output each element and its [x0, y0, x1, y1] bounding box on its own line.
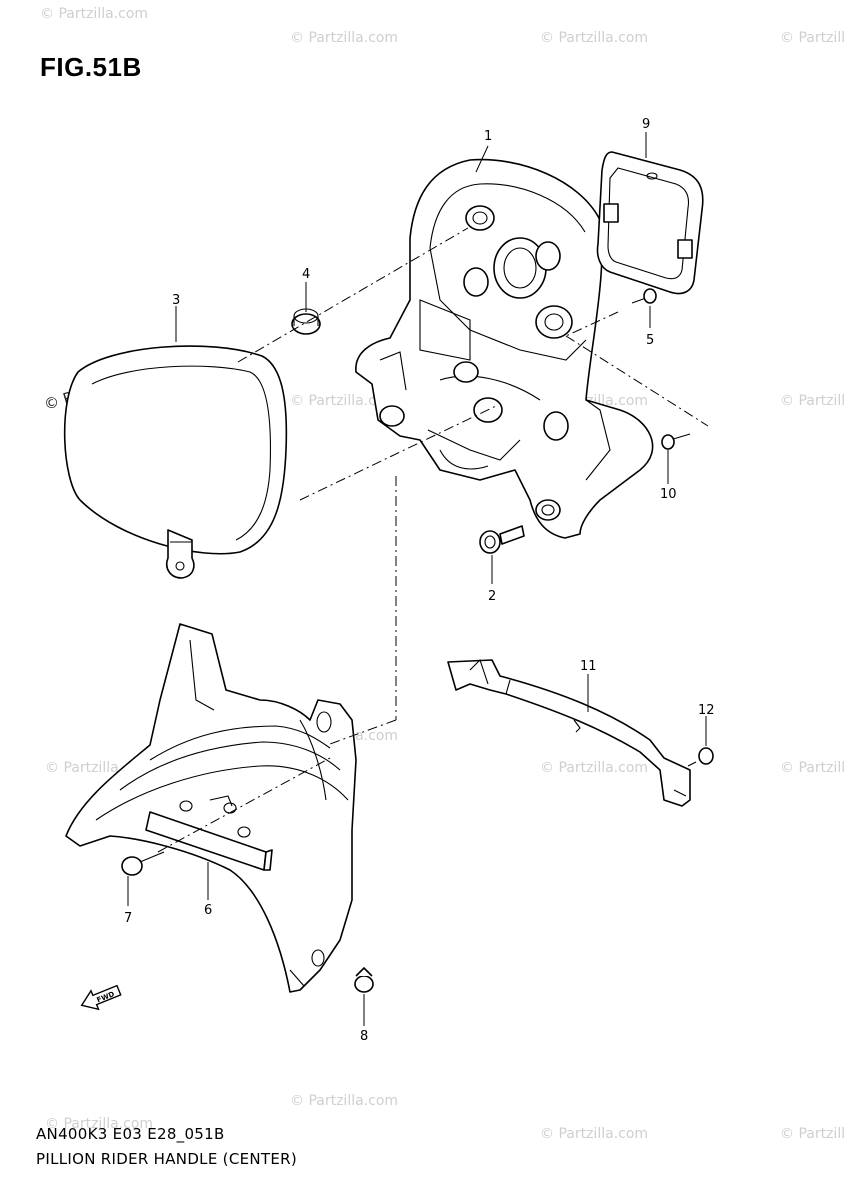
watermark: © Partzilla.com [780, 30, 846, 46]
leader-lines [127, 132, 707, 1026]
watermark: © Partzilla.com [780, 393, 846, 409]
forward-arrow-icon: FWD [80, 984, 122, 1011]
watermark: © Partzilla.com [780, 1126, 846, 1142]
clip [354, 967, 374, 993]
callout-labels: 1 2 3 4 5 6 7 8 9 10 11 12 [124, 117, 715, 1044]
callout-2: 2 [488, 589, 496, 604]
watermark: © Partzilla.com [540, 30, 648, 46]
watermark: © Partzilla.com [290, 1093, 398, 1109]
tapping-screw [661, 433, 691, 450]
grommet [291, 308, 321, 335]
bolt [479, 525, 525, 554]
screw-small [631, 288, 657, 304]
callout-5: 5 [646, 333, 654, 348]
watermark: © Partzilla.com [540, 1126, 648, 1142]
handle-bracket [355, 158, 654, 539]
callout-10: 10 [660, 487, 677, 502]
watermark: © Partzilla.com [780, 760, 846, 776]
rail-bracket [447, 658, 691, 807]
figure-title: FIG.51B [40, 52, 142, 82]
cover-frame [596, 151, 704, 295]
screw-rail [687, 747, 714, 767]
watermark: © Partzilla.com [40, 6, 148, 22]
watermark: © Partzilla.com [45, 1116, 153, 1132]
figure-caption: PILLION RIDER HANDLE (CENTER) [36, 1150, 298, 1168]
watermark: © Partzilla.com [290, 30, 398, 46]
callout-4: 4 [302, 267, 310, 282]
callout-1: 1 [484, 129, 492, 144]
screw-lower [121, 851, 165, 876]
lower-cover [65, 623, 357, 993]
callout-6: 6 [204, 903, 212, 918]
assembly-lines [157, 227, 709, 853]
figure-code: AN400K3 E03 E28_051B [36, 1125, 225, 1143]
callout-3: 3 [172, 293, 180, 308]
callout-7: 7 [124, 911, 132, 926]
forward-arrow-label: FWD [96, 990, 116, 1004]
callout-11: 11 [580, 659, 597, 674]
watermark: © Partzilla.com [540, 760, 648, 776]
callout-8: 8 [360, 1029, 368, 1044]
callout-12: 12 [698, 703, 715, 718]
callout-9: 9 [642, 117, 650, 132]
backrest-pad [63, 345, 288, 579]
watermark: © Partzilla.com [290, 393, 398, 409]
